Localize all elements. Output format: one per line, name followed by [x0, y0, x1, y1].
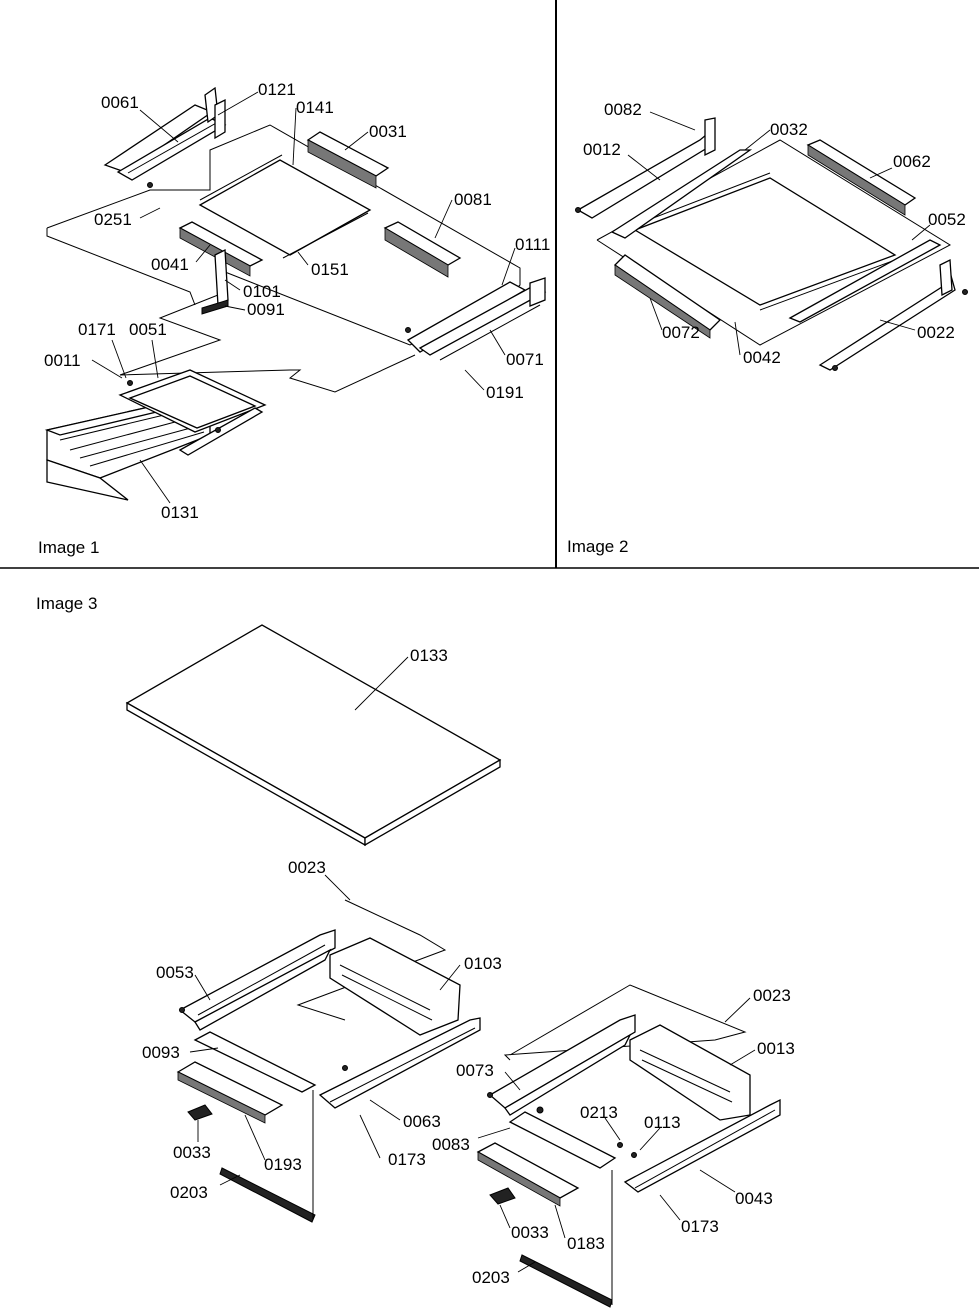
image3-drawing: [125, 624, 781, 1308]
part-label: 0173: [388, 1150, 426, 1169]
part-label: 0042: [743, 348, 781, 367]
part-label: 0193: [264, 1155, 302, 1174]
part-label: 0072: [662, 323, 700, 342]
part-label: 0091: [247, 300, 285, 319]
image1-caption: Image 1: [38, 538, 99, 557]
image3-part-labels: 0133 0023 0103 0053 0023 0013 0093 0073 …: [142, 646, 795, 1287]
part-label: 0013: [757, 1039, 795, 1058]
part-label: 0183: [567, 1234, 605, 1253]
part-label: 0133: [410, 646, 448, 665]
image3-caption: Image 3: [36, 594, 97, 613]
part-label: 0011: [44, 351, 81, 370]
part-label: 0073: [456, 1061, 494, 1080]
part-label: 0022: [917, 323, 955, 342]
part-label: 0083: [432, 1135, 470, 1154]
part-label: 0062: [893, 152, 931, 171]
part-label: 0031: [369, 122, 407, 141]
part-label: 0101: [243, 282, 281, 301]
part-label: 0131: [161, 503, 199, 522]
part-label: 0173: [681, 1217, 719, 1236]
part-label: 0081: [454, 190, 492, 209]
image2-caption: Image 2: [567, 537, 628, 556]
part-label: 0071: [506, 350, 544, 369]
image2-part-labels: 0082 0032 0012 0062 0052 0072 0042 0022: [583, 100, 966, 367]
part-label: 0213: [580, 1103, 618, 1122]
part-label: 0203: [472, 1268, 510, 1287]
part-label: 0111: [515, 235, 550, 254]
part-label: 0151: [311, 260, 349, 279]
part-label: 0023: [288, 858, 326, 877]
part-label: 0012: [583, 140, 621, 159]
part-label: 0113: [644, 1113, 681, 1132]
part-label: 0191: [486, 383, 524, 402]
panel-dividers: [0, 0, 979, 569]
part-label: 0121: [258, 80, 296, 99]
part-label: 0061: [101, 93, 139, 112]
image1-drawing: [44, 86, 547, 501]
part-label: 0052: [928, 210, 966, 229]
part-label: 0171: [78, 320, 116, 339]
part-label: 0041: [151, 255, 189, 274]
part-label: 0033: [511, 1223, 549, 1242]
part-label: 0033: [173, 1143, 211, 1162]
part-label: 0093: [142, 1043, 180, 1062]
image3-leaders: [189, 656, 756, 1273]
part-label: 0082: [604, 100, 642, 119]
image2-leaders: [627, 111, 931, 356]
part-label: 0043: [735, 1189, 773, 1208]
part-label: 0141: [296, 98, 334, 117]
part-label: 0053: [156, 963, 194, 982]
part-label: 0032: [770, 120, 808, 139]
part-label: 0251: [94, 210, 132, 229]
part-label: 0023: [753, 986, 791, 1005]
part-label: 0203: [170, 1183, 208, 1202]
image2-drawing: [575, 117, 968, 371]
part-label: 0063: [403, 1112, 441, 1131]
image1-part-labels: 0061 0121 0141 0031 0251 0081 0111 0041 …: [44, 80, 550, 522]
image1-leaders: [91, 91, 516, 504]
part-label: 0103: [464, 954, 502, 973]
part-label: 0051: [129, 320, 167, 339]
